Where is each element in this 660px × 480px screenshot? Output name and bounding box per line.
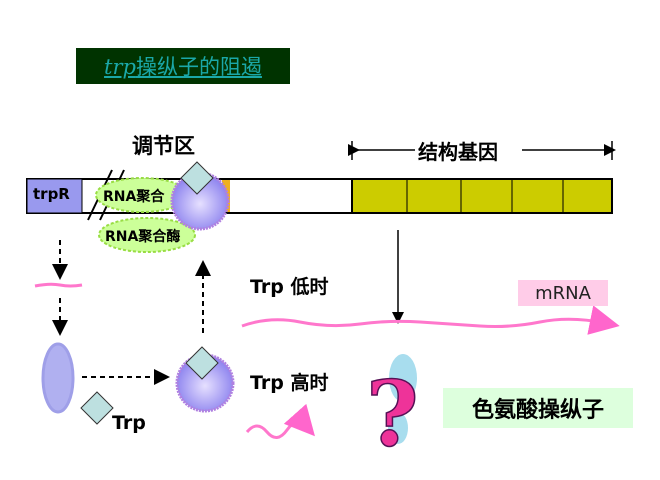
inactive-repressor	[41, 342, 75, 414]
trpR-gene	[26, 178, 83, 214]
question-shadow-bottom	[388, 412, 408, 444]
structural-genes-bracket	[348, 141, 616, 160]
active-repressor	[170, 171, 230, 231]
title-rest: 操纵子的阻遏	[135, 55, 262, 79]
trp-label: Trp	[112, 412, 146, 434]
structural-genes	[351, 178, 613, 214]
question-shadow-top	[389, 354, 417, 402]
operon-label: 色氨酸操纵子	[443, 388, 633, 428]
trp-diamond-free	[80, 391, 114, 425]
question-mark: ?	[366, 361, 419, 467]
rna-polymerase-2-label: RNA聚合酶	[105, 229, 181, 245]
rna-polymerase-2	[98, 217, 196, 253]
question-mark-icon: ?	[365, 354, 419, 468]
title-banner: trp操纵子的阻遏	[76, 48, 290, 84]
trp-diamond-bound	[180, 161, 214, 195]
trp-diamond-complex	[185, 346, 219, 380]
repressor-mrna	[34, 282, 83, 288]
regulatory-region-label: 调节区	[132, 133, 195, 158]
mrna-strand	[241, 305, 620, 335]
short-mrna	[245, 403, 315, 439]
mrna-label: mRNA	[518, 280, 608, 306]
trp-low-label: Trp 低时	[250, 276, 329, 298]
repressor-trp-complex	[175, 353, 235, 413]
rna-polymerase-1-label: RNA聚合	[103, 189, 165, 205]
trp-high-label: Trp 高时	[250, 372, 329, 394]
structural-genes-label: 结构基因	[418, 140, 498, 164]
trpR-label: trpR	[33, 185, 70, 203]
title-italic: trp	[104, 55, 136, 79]
title-link[interactable]: trp操纵子的阻遏	[104, 51, 262, 81]
